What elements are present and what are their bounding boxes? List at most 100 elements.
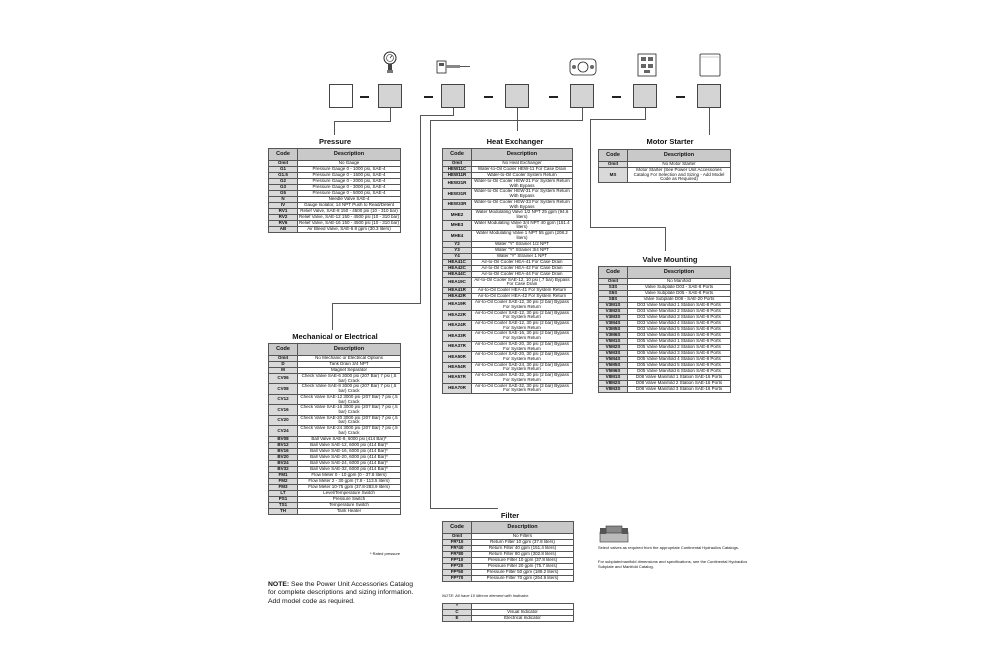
code-column-header: Code: [598, 149, 628, 162]
separator-dash: [424, 96, 433, 98]
filter-title: Filter: [500, 511, 520, 520]
separator-dash: [360, 96, 369, 98]
description-cell: Check Valve SAE-20 3000 psi (207 Bar) 7 …: [297, 414, 401, 427]
description-cell: Pressure Filter 70 gpm (264.9 liters): [471, 575, 574, 582]
code-column-header: Code: [268, 343, 298, 356]
code-cell: CV24: [268, 425, 298, 437]
code-cell: V8M3S: [598, 386, 628, 393]
code-cell: CV12: [268, 393, 298, 406]
code-cell: HEA19C: [442, 276, 472, 289]
description-cell: Check Valve SAE-16 3000 psi (207 Bar) 7 …: [297, 404, 401, 416]
code-box-motor-starter: [697, 84, 721, 108]
code-box-base: [329, 84, 353, 108]
description-column-header: Description: [297, 148, 401, 161]
description-cell: Air-to-Oil Cooler SAE-20, 30 psi (2 bar)…: [471, 340, 573, 353]
code-cell: MS: [598, 166, 628, 184]
main-note-text2: Add model code as required.: [268, 597, 355, 605]
description-cell: Electrical Indicator: [471, 615, 574, 622]
connector-line: [390, 108, 391, 122]
code-cell: CV08: [268, 383, 298, 395]
code-cell: FP*70: [442, 575, 472, 582]
separator-dash: [612, 96, 621, 98]
code-box-mechanical: [441, 84, 465, 108]
description-cell: Water Modulating Valve 1/2 NPT 25 gpm (9…: [471, 209, 573, 221]
separator-dash: [676, 96, 685, 98]
valve-note-1: Select valves as required from the appro…: [598, 545, 739, 550]
description-cell: Check Valve SAE-6 3000 psi (207 Bar) 7 p…: [297, 372, 401, 385]
code-column-header: Code: [442, 148, 472, 161]
description-cell: Air-to-Oil Cooler SAE-12, 30 psi (2 bar)…: [471, 299, 573, 311]
description-column-header: Description: [627, 266, 731, 279]
description-column-header: Description: [471, 148, 573, 161]
code-column-header: Code: [598, 266, 628, 279]
description-cell: Water Modulating Valve 3/4 NPT 40 gpm (1…: [471, 219, 573, 232]
description-cell: Air-to-Oil Cooler SAE-12, 30 psi (2 bar)…: [471, 319, 573, 332]
connector-line: [430, 508, 498, 509]
connector-line: [332, 303, 421, 304]
connector-line: [590, 119, 591, 227]
code-cell: MHE4: [442, 230, 472, 242]
description-cell: Air-to-Oil Cooler SAE-12, 10 psi (.7 bar…: [471, 276, 573, 289]
code-cell: E: [442, 615, 472, 622]
connector-line: [517, 108, 518, 131]
separator-dash: [549, 96, 558, 98]
description-cell: Air-to-Oil Cooler SAE-20, 30 psi (2 bar)…: [471, 351, 573, 363]
valve-note-2: For subplate/manifold dimensions and spe…: [598, 559, 748, 569]
manifold-icon: [637, 53, 657, 77]
connector-line: [645, 108, 646, 120]
code-cell: HEA33R: [442, 330, 472, 342]
pressure-gauge-icon: [383, 51, 397, 73]
description-cell: D08 Valve Manifold 3 Station SAE-16 Port…: [627, 386, 731, 393]
description-cell: Tank Heater: [297, 507, 401, 515]
connector-line: [334, 121, 335, 135]
connector-line: [430, 120, 583, 121]
description-cell: Check Valve SAE-24 3000 psi (207 Bar) 7 …: [297, 425, 401, 437]
connector-line: [582, 108, 583, 120]
description-cell: Air-to-Oil Cooler SAE-16, 30 psi (2 bar)…: [471, 330, 573, 342]
code-cell: HEW33R: [442, 198, 472, 211]
code-cell: HEA37R: [442, 340, 472, 353]
main-note-label: NOTE:: [268, 581, 290, 588]
code-cell: MHE3: [442, 219, 472, 232]
code-cell: HEA19R: [442, 299, 472, 311]
code-cell: MHE2: [442, 209, 472, 221]
code-column-header: Code: [268, 148, 298, 161]
code-box-valve-mounting: [633, 84, 657, 108]
heat-exchanger-title: Heat Exchanger: [486, 137, 544, 146]
code-cell: TH: [268, 507, 298, 515]
description-column-header: Description: [297, 343, 401, 356]
motor-starter-title: Motor Starter: [646, 137, 694, 146]
motor-starter-icon: [699, 53, 721, 77]
description-cell: Air-to-Oil Cooler SAE-32, 30 psi (2 bar)…: [471, 372, 573, 384]
code-column-header: Code: [442, 521, 472, 534]
connector-line: [590, 227, 666, 228]
code-cell: HEA24R: [442, 319, 472, 332]
main-note: NOTE: See the Power Unit Accessories Cat…: [268, 581, 418, 606]
description-cell: Water-to-Oil Cooler HEW-33 For System Re…: [471, 198, 573, 211]
